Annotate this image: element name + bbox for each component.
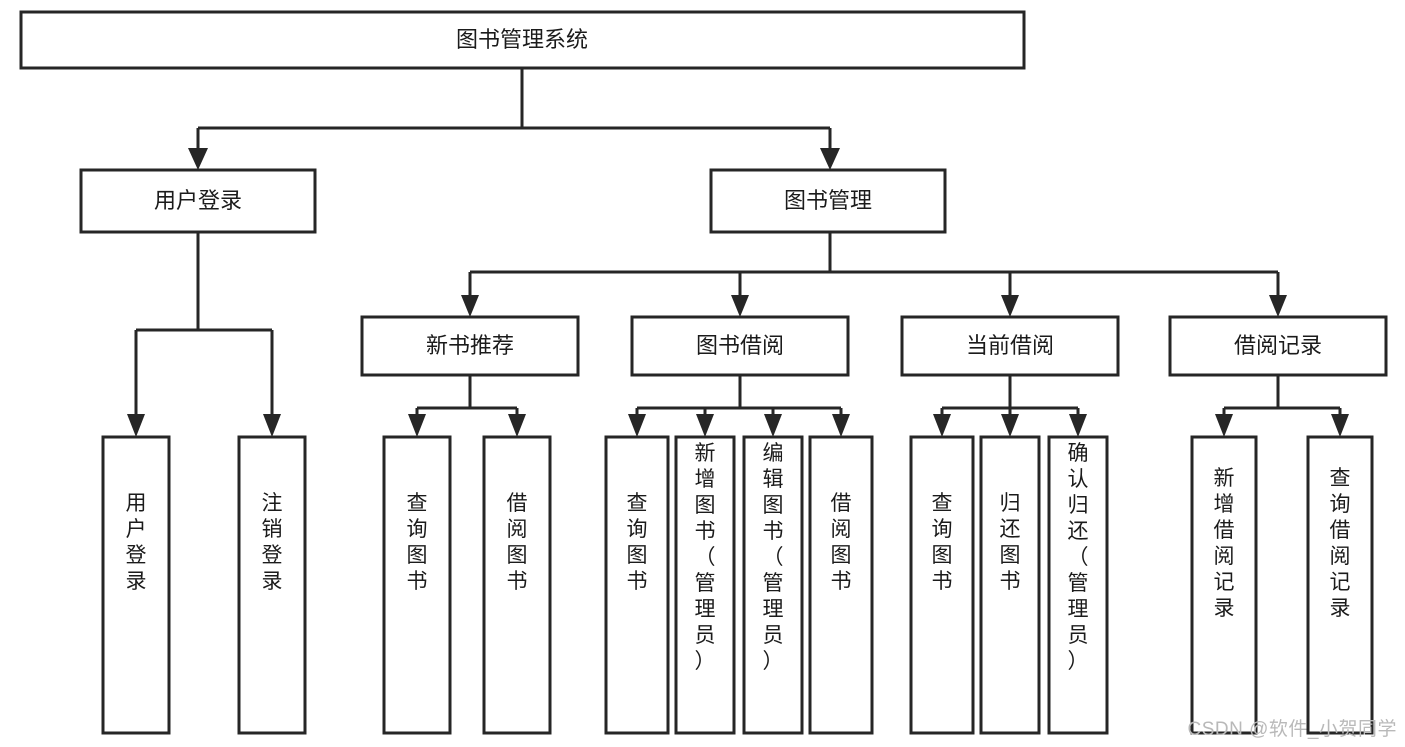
node-leaf-query-book-1-box[interactable] (382, 435, 452, 735)
node-borrow-record-box[interactable] (1168, 315, 1388, 377)
arrow-leaf-borrow-book-2 (832, 414, 850, 437)
node-leaf-logout-login-label: 注销登录 (262, 492, 283, 593)
node-leaf-user-login[interactable]: 用户登录 (101, 435, 171, 735)
arrow-user-login (188, 148, 208, 170)
arrow-leaf-query-book-1 (408, 414, 426, 437)
node-leaf-query-book-1[interactable]: 查询图书 (382, 435, 452, 735)
node-borrow-record[interactable]: 借阅记录 (1168, 315, 1388, 377)
node-leaf-query-record-box[interactable] (1306, 435, 1374, 735)
arrow-leaf-query-book-3 (933, 414, 951, 437)
node-book-borrow-label: 图书借阅 (696, 333, 784, 358)
node-leaf-add-book-box[interactable] (674, 435, 736, 735)
node-user-login-box[interactable] (79, 168, 317, 234)
node-leaf-borrow-book-2[interactable]: 借阅图书 (808, 435, 874, 735)
arrow-leaf-logout-login (263, 414, 281, 437)
node-current-borrow-label: 当前借阅 (966, 333, 1054, 358)
node-user-login[interactable]: 用户登录 (79, 168, 317, 234)
node-new-book-recommend[interactable]: 新书推荐 (360, 315, 580, 377)
node-root[interactable]: 图书管理系统 (19, 10, 1026, 70)
node-leaf-confirm-return-box[interactable] (1047, 435, 1109, 735)
node-leaf-logout-login[interactable]: 注销登录 (237, 435, 307, 735)
node-leaf-return-book-box[interactable] (979, 435, 1041, 735)
arrow-leaf-edit-book (764, 414, 782, 437)
node-leaf-query-book-3-label: 查询图书 (932, 492, 953, 593)
arrow-book-borrow (731, 295, 749, 317)
node-leaf-add-record[interactable]: 新增借阅记录 (1190, 435, 1258, 735)
node-leaf-user-login-label: 用户登录 (126, 492, 147, 593)
node-book-management-box[interactable] (709, 168, 947, 234)
node-leaf-add-record-box[interactable] (1190, 435, 1258, 735)
node-borrow-record-label: 借阅记录 (1234, 333, 1322, 358)
node-leaf-confirm-return-label: 确认归还（管理员） (1068, 442, 1089, 673)
node-leaf-add-book[interactable]: 新增图书（管理员） (674, 435, 736, 735)
node-leaf-query-record[interactable]: 查询借阅记录 (1306, 435, 1374, 735)
node-leaf-query-book-2-box[interactable] (604, 435, 670, 735)
node-leaf-edit-book-box[interactable] (742, 435, 804, 735)
node-leaf-query-book-3[interactable]: 查询图书 (909, 435, 975, 735)
arrow-current-borrow (1001, 295, 1019, 317)
node-book-borrow[interactable]: 图书借阅 (630, 315, 850, 377)
arrow-book-management (820, 148, 840, 170)
arrow-leaf-borrow-book-1 (508, 414, 526, 437)
node-root-label: 图书管理系统 (456, 27, 588, 52)
arrow-leaf-add-record (1215, 414, 1233, 437)
node-new-book-recommend-label: 新书推荐 (426, 333, 514, 358)
arrow-leaf-return-book (1001, 414, 1019, 437)
node-leaf-query-record-label: 查询借阅记录 (1330, 467, 1351, 620)
node-book-management-label: 图书管理 (784, 188, 872, 213)
node-leaf-borrow-book-2-box[interactable] (808, 435, 874, 735)
node-book-management[interactable]: 图书管理 (709, 168, 947, 234)
arrow-borrow-record (1269, 295, 1287, 317)
arrow-leaf-user-login (127, 414, 145, 437)
node-leaf-borrow-book-1-box[interactable] (482, 435, 552, 735)
csdn-watermark: CSDN @软件_小贺同学 (1187, 719, 1397, 740)
node-book-borrow-box[interactable] (630, 315, 850, 377)
node-new-book-recommend-box[interactable] (360, 315, 580, 377)
node-leaf-return-book-label: 归还图书 (1000, 492, 1021, 593)
node-leaf-logout-login-box[interactable] (237, 435, 307, 735)
node-leaf-borrow-book-1-label: 借阅图书 (507, 492, 528, 593)
node-leaf-edit-book[interactable]: 编辑图书（管理员） (742, 435, 804, 735)
arrow-leaf-query-book-2 (628, 414, 646, 437)
node-leaf-query-book-1-label: 查询图书 (407, 492, 428, 593)
node-leaf-add-record-label: 新增借阅记录 (1214, 467, 1235, 620)
connector-layer (127, 68, 1349, 437)
node-leaf-borrow-book-2-label: 借阅图书 (831, 492, 852, 593)
node-leaf-edit-book-label: 编辑图书（管理员） (763, 442, 784, 673)
arrow-leaf-confirm-return (1069, 414, 1087, 437)
node-leaf-user-login-box[interactable] (101, 435, 171, 735)
node-leaf-confirm-return[interactable]: 确认归还（管理员） (1047, 435, 1109, 735)
arrow-leaf-add-book (696, 414, 714, 437)
node-current-borrow-box[interactable] (900, 315, 1120, 377)
node-leaf-add-book-label: 新增图书（管理员） (695, 442, 716, 673)
node-leaf-query-book-2[interactable]: 查询图书 (604, 435, 670, 735)
arrow-leaf-query-record (1331, 414, 1349, 437)
node-leaf-query-book-3-box[interactable] (909, 435, 975, 735)
node-leaf-borrow-book-1[interactable]: 借阅图书 (482, 435, 552, 735)
node-user-login-label: 用户登录 (154, 188, 242, 213)
arrow-new-book-recommend (461, 295, 479, 317)
node-leaf-query-book-2-label: 查询图书 (627, 492, 648, 593)
node-leaf-return-book[interactable]: 归还图书 (979, 435, 1041, 735)
node-current-borrow[interactable]: 当前借阅 (900, 315, 1120, 377)
node-root-box[interactable] (19, 10, 1026, 70)
